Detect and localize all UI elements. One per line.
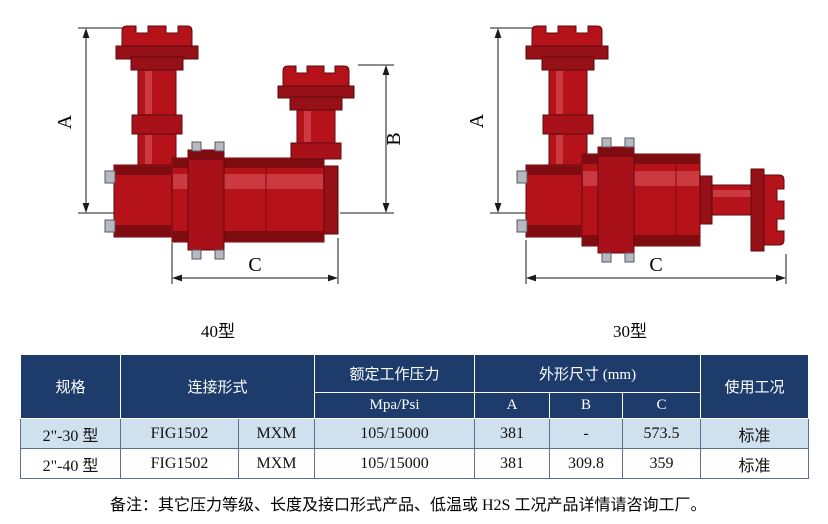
union-nut [115, 25, 199, 60]
hammer-union-stack-top [525, 25, 609, 166]
table-row: 2"-30 型 FIG1502 MXM 105/15000 381 - 573.… [20, 418, 810, 449]
header-pressure-unit: Mpa/Psi [314, 392, 476, 419]
cell-spec: 2"-30 型 [20, 418, 121, 449]
valve-body [581, 137, 701, 263]
cell-dim-b: - [549, 418, 624, 449]
header-col-a: A [474, 392, 551, 419]
cell-connection-mode: MXM [237, 418, 316, 449]
header-dimensions: 外形尺寸 (mm) [474, 354, 702, 393]
cell-dim-c: 573.5 [622, 418, 702, 449]
union-nut [525, 25, 609, 60]
inlet-block [516, 164, 583, 238]
dimension-b: B [340, 64, 405, 214]
cell-dim-c: 359 [622, 448, 702, 479]
cell-dim-a: 381 [474, 418, 551, 449]
cell-connection-type: FIG1502 [120, 418, 239, 449]
cell-connection-mode: MXM [237, 448, 316, 479]
drawing-40-svg: A [54, 25, 405, 284]
drawing-30-caption: 30型 [613, 322, 647, 341]
spec-table: 规格 连接形式 额定工作压力 外形尺寸 (mm) 使用工况 Mpa/Psi A … [20, 354, 810, 479]
dim-label-c: C [248, 254, 261, 276]
horizontal-union-outlet [699, 168, 785, 252]
cell-condition: 标准 [700, 418, 810, 449]
hammer-union-stack-right [277, 65, 355, 160]
cell-pressure: 105/15000 [314, 418, 476, 449]
union-nut [750, 168, 785, 252]
cell-spec: 2"-40 型 [20, 448, 121, 479]
dimension-a: A [54, 27, 130, 214]
table-row: 2"-40 型 FIG1502 MXM 105/15000 381 309.8 … [20, 448, 810, 479]
header-pressure-title: 额定工作压力 [314, 354, 476, 393]
cell-dim-a: 381 [474, 448, 551, 479]
drawing-30-svg: A [466, 25, 787, 284]
header-connection: 连接形式 [119, 354, 316, 419]
dim-label-b: B [383, 132, 405, 145]
header-condition: 使用工况 [700, 354, 810, 419]
dimension-a: A [466, 27, 540, 214]
dimension-c: C [525, 240, 787, 284]
dim-label-a: A [54, 114, 76, 129]
dim-label-c: C [649, 254, 662, 276]
valve-body [171, 141, 339, 260]
hammer-union-stack-left [115, 25, 199, 166]
drawing-30-type: A [450, 8, 810, 342]
cell-condition: 标准 [700, 448, 810, 479]
dim-label-a: A [466, 113, 488, 128]
header-spec: 规格 [20, 354, 121, 419]
union-nut [277, 65, 355, 99]
cell-dim-b: 309.8 [549, 448, 624, 479]
footnote: 备注：其它压力等级、长度及接口形式产品、低温或 H2S 工况产品详情请咨询工厂。 [110, 497, 707, 514]
header-col-c: C [622, 392, 702, 419]
inlet-block [104, 164, 173, 238]
header-col-b: B [549, 392, 624, 419]
drawing-40-caption: 40型 [201, 322, 235, 341]
cell-pressure: 105/15000 [314, 448, 476, 479]
cell-connection-type: FIG1502 [120, 448, 239, 479]
drawing-40-type: A [28, 8, 408, 342]
dimension-c: C [171, 238, 339, 284]
spec-table-header: 规格 连接形式 额定工作压力 外形尺寸 (mm) 使用工况 Mpa/Psi A … [20, 354, 810, 419]
